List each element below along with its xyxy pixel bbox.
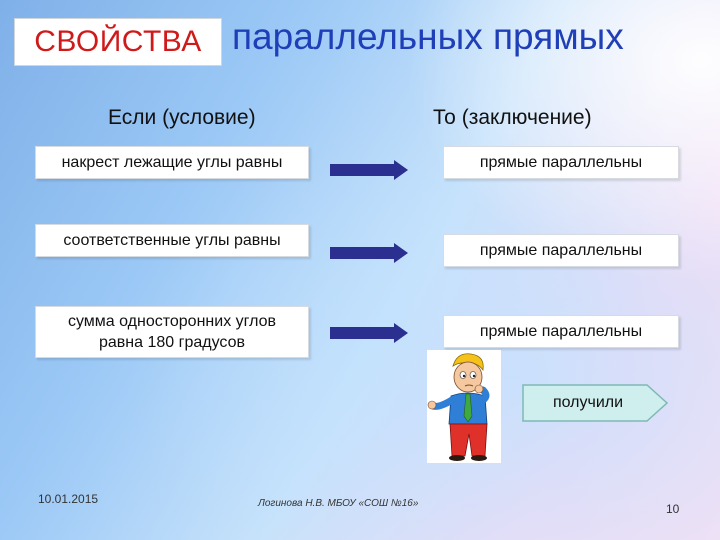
title-highlight-box: СВОЙСТВА	[14, 18, 222, 66]
condition-box-2: соответственные углы равны	[35, 224, 309, 257]
condition-text-1: накрест лежащие углы равны	[61, 154, 283, 171]
arrow-right-icon	[330, 160, 408, 180]
slide-title: параллельных прямых	[232, 16, 624, 57]
condition-column-header: Если (условие)	[108, 106, 256, 129]
condition-text-3-line1: сумма односторонних углов	[67, 313, 277, 330]
conclusion-column-header: То (заключение)	[433, 106, 592, 129]
footer-date: 10.01.2015	[38, 492, 99, 506]
conclusion-box-2: прямые параллельны	[443, 234, 679, 267]
conclusion-text-2: прямые параллельны	[479, 241, 643, 259]
condition-text-3-line2: равна 180 градусов	[99, 334, 245, 351]
conclusion-text-3: прямые параллельны	[479, 322, 643, 340]
arrow-right-icon	[330, 243, 408, 263]
conclusion-box-1: прямые параллельны	[443, 146, 679, 179]
thinking-man-illustration	[427, 350, 501, 463]
condition-box-1: накрест лежащие углы равны	[35, 146, 309, 179]
conclusion-box-3: прямые параллельны	[443, 315, 679, 348]
condition-box-3: сумма односторонних углов равна 180 град…	[35, 306, 309, 358]
condition-text-2: соответственные углы равны	[63, 232, 281, 249]
got-it-button[interactable]	[522, 384, 668, 422]
page-number: 10	[666, 502, 680, 516]
arrow-right-icon	[330, 323, 408, 343]
footer-author: Логинова Н.В. МБОУ «СОШ №16»	[258, 498, 419, 509]
title-highlight-text: СВОЙСТВА	[34, 25, 202, 58]
conclusion-text-1: прямые параллельны	[479, 153, 643, 171]
